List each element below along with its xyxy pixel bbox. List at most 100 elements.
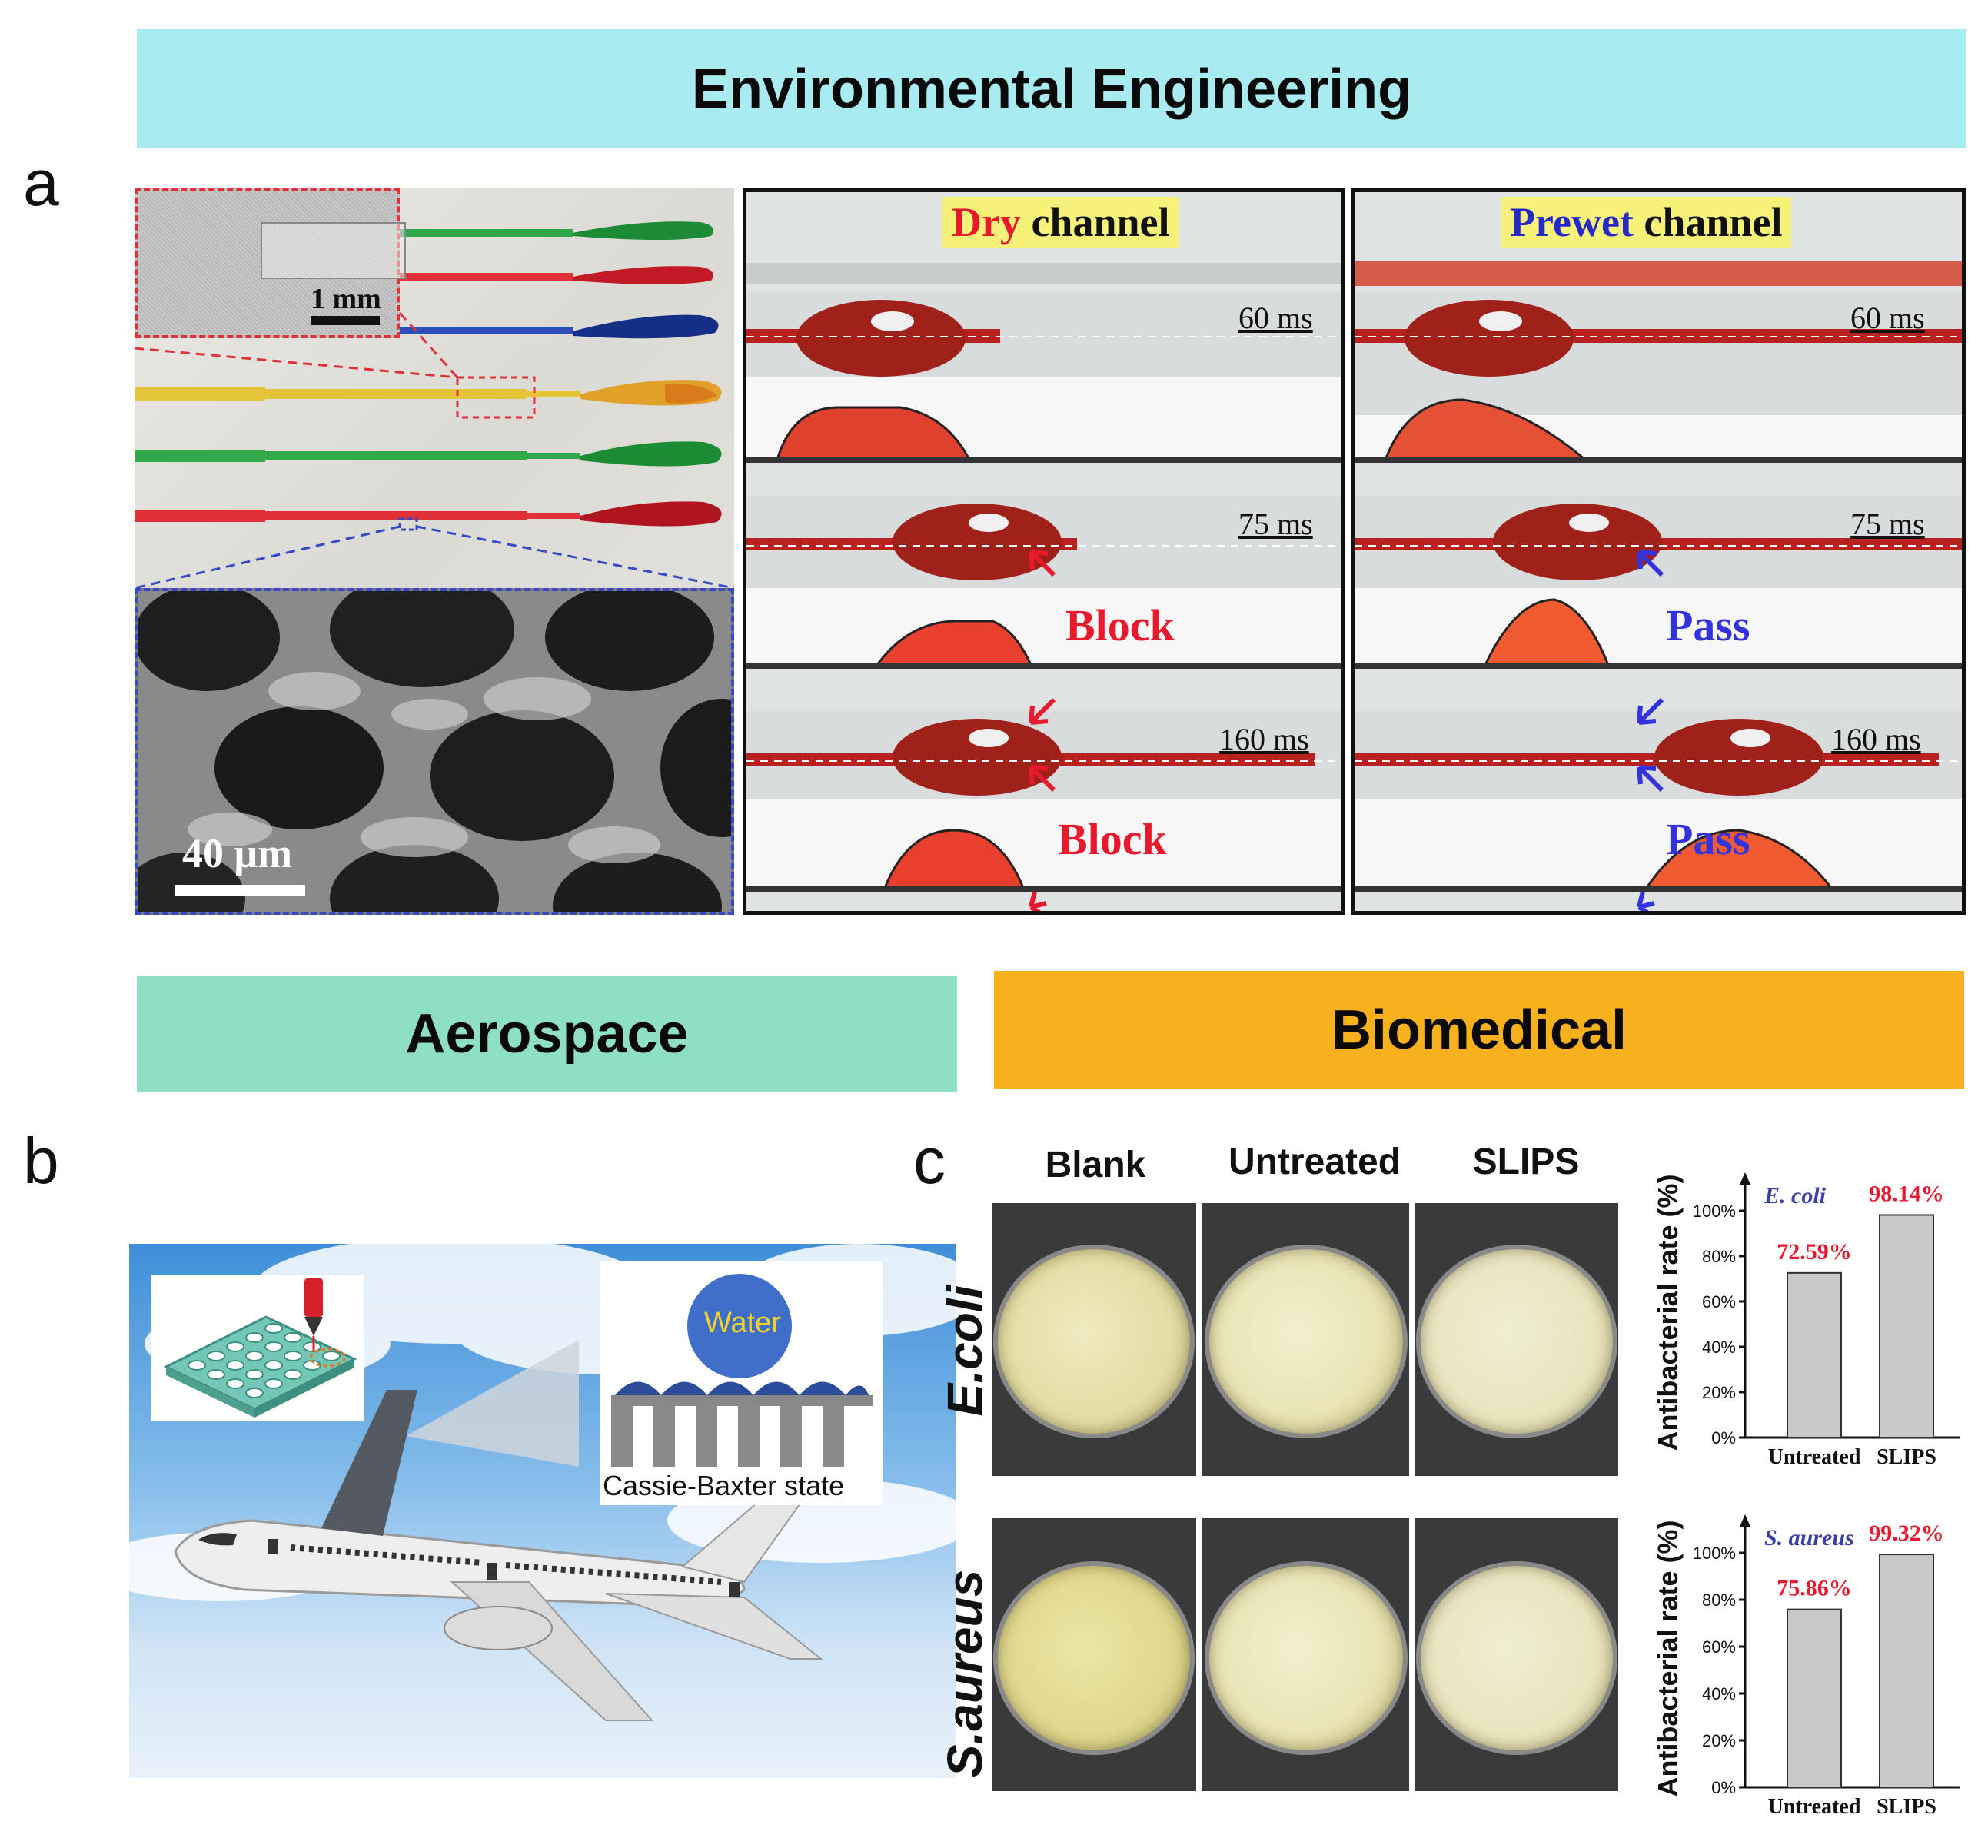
saureus-antibacterial-chart: Antibacterial rate (%) 0% 20% 40% 60% 80% 100%… (1653, 1514, 1960, 1819)
plate-ecoli-untreated (1202, 1203, 1409, 1476)
prewet-pass-label-2: Pass (1666, 814, 1750, 864)
airplane (174, 1390, 823, 1721)
prewet-time-75ms: 75 ms (1850, 507, 1925, 541)
scale-label-40um: 40 μm (182, 830, 293, 876)
dry-channel-frame: Dry channel (743, 188, 1345, 915)
x-tick-label: Untreated (1768, 1445, 1861, 1469)
water-label: Water (704, 1307, 781, 1339)
plate-saureus-slips (1415, 1518, 1618, 1791)
plate-ecoli-blank (992, 1203, 1196, 1476)
row-header-ecoli: E.coli (937, 1285, 992, 1417)
dry-time-160ms: 160 ms (1219, 722, 1309, 756)
dry-block-label-2: Block (1058, 814, 1167, 864)
panel-label-b: b (23, 1125, 59, 1197)
petri-dish (998, 1566, 1190, 1750)
sem-porous-texture (138, 591, 731, 912)
y-axis-label: Antibacterial rate (%) (1653, 1174, 1684, 1451)
scale-label-1mm: 1 mm (311, 283, 381, 315)
petri-dish (998, 1249, 1190, 1434)
y-tick-label: 20% (1702, 1731, 1736, 1750)
porous-plate-illustration (163, 1278, 357, 1418)
dry-time-75ms: 75 ms (1238, 507, 1313, 541)
plate-saureus-blank (992, 1518, 1196, 1791)
column-header-untreated: Untreated (1228, 1142, 1401, 1182)
prewet-channel-title: Prewet channel (1501, 197, 1792, 248)
y-tick-label: 100% (1693, 1544, 1736, 1563)
prewet-reference-channel (1355, 261, 1962, 286)
environmental-engineering-title: Environmental Engineering (691, 58, 1412, 120)
scale-bar-1mm (311, 316, 380, 325)
y-axis-arrow (1740, 1514, 1750, 1527)
plate-ecoli-slips (1415, 1203, 1618, 1476)
y-tick-label: 40% (1702, 1684, 1736, 1703)
y-tick-label: 60% (1702, 1637, 1736, 1657)
dry-channel-title: Dry channel (942, 197, 1179, 248)
pass-arrows (1637, 550, 1664, 911)
data-label: 99.32% (1869, 1521, 1944, 1546)
scale-bar-40um (175, 885, 305, 896)
petri-dish (1421, 1566, 1613, 1750)
channel-word-2: channel (1633, 199, 1783, 245)
y-axis-label: Antibacterial rate (%) (1653, 1520, 1684, 1796)
green-channel-1 (396, 221, 713, 240)
y-tick-label: 40% (1702, 1338, 1736, 1357)
red-channel-2 (135, 501, 722, 527)
cassie-baxter-diagram (611, 1274, 873, 1467)
laser-head-icon (304, 1278, 346, 1368)
bar-slips (1879, 1214, 1934, 1438)
petri-dish (1421, 1249, 1613, 1434)
dry-time-60ms: 60 ms (1238, 301, 1313, 335)
y-tick-label: 80% (1702, 1590, 1736, 1610)
inset-channel-outline (261, 222, 406, 279)
green-channel-2 (135, 441, 722, 467)
data-label: 75.86% (1777, 1576, 1852, 1601)
y-tick-label: 20% (1702, 1383, 1736, 1402)
environmental-engineering-banner: Environmental Engineering (137, 29, 1966, 148)
biomedical-title: Biomedical (1331, 999, 1627, 1061)
ecoli-antibacterial-chart: Antibacterial rate (%) 0% 20% 40% 60% 80% 100%… (1653, 1172, 1960, 1469)
y-tick-label: 0% (1711, 1778, 1736, 1797)
red-channel-1 (396, 266, 713, 284)
bar-slips (1879, 1554, 1934, 1788)
aircraft-illustration: Water Cassie-Baxter state (129, 1244, 956, 1778)
y-tick-label: 100% (1693, 1202, 1736, 1221)
y-tick-label: 60% (1702, 1292, 1736, 1311)
dry-droplet-frames (746, 292, 1341, 911)
channel-photo: 1 mm 40 μm (135, 188, 734, 915)
panel-label-c: c (913, 1125, 946, 1197)
aerospace-banner: Aerospace (137, 976, 957, 1092)
dry-word: Dry (952, 199, 1021, 245)
block-arrows (1029, 550, 1056, 911)
y-axis-arrow (1740, 1172, 1750, 1185)
x-tick-label: Untreated (1768, 1795, 1861, 1819)
cassie-baxter-inset: Water Cassie-Baxter state (600, 1261, 883, 1505)
prewet-pass-label-1: Pass (1666, 600, 1750, 650)
cassie-baxter-label: Cassie-Baxter state (603, 1470, 845, 1501)
y-tick-label: 0% (1711, 1428, 1736, 1447)
chart-title: E. coli (1764, 1183, 1827, 1208)
channel-word: channel (1020, 199, 1170, 245)
prewet-time-60ms: 60 ms (1850, 301, 1925, 335)
dry-block-label-1: Block (1065, 600, 1175, 650)
y-tick-label: 80% (1702, 1247, 1736, 1266)
bar-untreated (1787, 1608, 1842, 1788)
prewet-word: Prewet (1510, 199, 1634, 245)
biomedical-banner: Biomedical (994, 971, 1964, 1089)
colored-channels-illustration (135, 221, 734, 590)
prewet-time-160ms: 160 ms (1831, 722, 1921, 756)
x-tick-label: SLIPS (1877, 1445, 1936, 1469)
panel-label-a: a (23, 147, 59, 219)
prewet-droplet-frames (1355, 292, 1962, 911)
x-tick-label: SLIPS (1877, 1795, 1936, 1819)
column-header-blank: Blank (1045, 1145, 1146, 1185)
bar-untreated (1787, 1271, 1842, 1438)
yellow-channel (135, 380, 722, 406)
micrograph-inset-top: 1 mm (135, 188, 406, 338)
sem-micrograph-inset: 40 μm (135, 588, 734, 915)
row-header-saureus: S.aureus (937, 1569, 992, 1778)
chart-title: S. aureus (1764, 1525, 1854, 1551)
plate-saureus-untreated (1202, 1518, 1409, 1791)
data-label: 72.59% (1777, 1239, 1852, 1265)
laser-grid-inset (151, 1275, 364, 1421)
prewet-channel-frame: Prewet channel 60 ms 75 ms (1351, 188, 1966, 915)
